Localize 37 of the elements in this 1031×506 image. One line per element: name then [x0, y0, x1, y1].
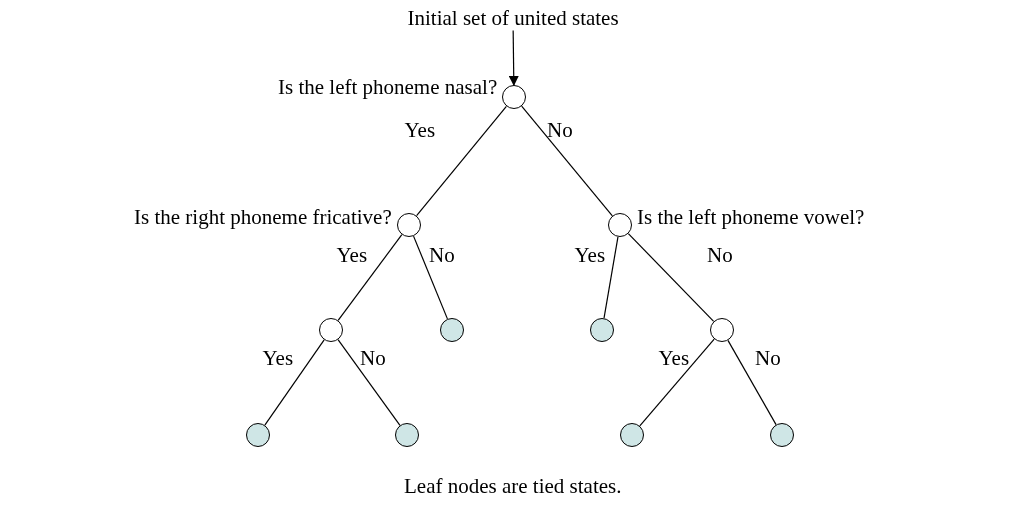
leaf-circle	[395, 423, 419, 447]
branch-line	[416, 105, 507, 217]
edge-label: Yes	[404, 119, 436, 141]
question-text: Is the left phoneme vowel?	[637, 206, 865, 228]
decision-circle	[608, 213, 632, 237]
leaf-circle	[770, 423, 794, 447]
decision-circle	[502, 85, 526, 109]
edge-label: No	[707, 244, 733, 266]
caption: Leaf nodes are tied states.	[404, 475, 622, 497]
edge-label: No	[429, 244, 455, 266]
leaf-circle	[620, 423, 644, 447]
branch-line	[337, 234, 403, 321]
branch-line	[727, 339, 777, 426]
edge-label: Yes	[336, 244, 368, 266]
decision-circle	[397, 213, 421, 237]
branch-line	[603, 236, 619, 319]
leaf-circle	[246, 423, 270, 447]
branch-line	[627, 233, 715, 322]
branch-line	[521, 105, 613, 217]
leaf-circle	[590, 318, 614, 342]
branch-line	[337, 339, 401, 426]
edge-label: No	[547, 119, 573, 141]
branch-line	[639, 338, 715, 427]
arrow	[508, 29, 519, 86]
edge-label: Yes	[262, 347, 294, 369]
leaf-circle	[440, 318, 464, 342]
decision-circle	[319, 318, 343, 342]
edge-label: Yes	[574, 244, 606, 266]
branch-line	[264, 339, 325, 426]
edge-label: No	[360, 347, 386, 369]
edge-label: No	[755, 347, 781, 369]
branch-line	[412, 235, 449, 320]
edge-label: Yes	[658, 347, 690, 369]
heading-text: Initial set of united states	[407, 7, 619, 29]
decision-circle	[710, 318, 734, 342]
question-text: Is the left phoneme nasal?	[278, 76, 498, 98]
question-text: Is the right phoneme fricative?	[134, 206, 392, 228]
